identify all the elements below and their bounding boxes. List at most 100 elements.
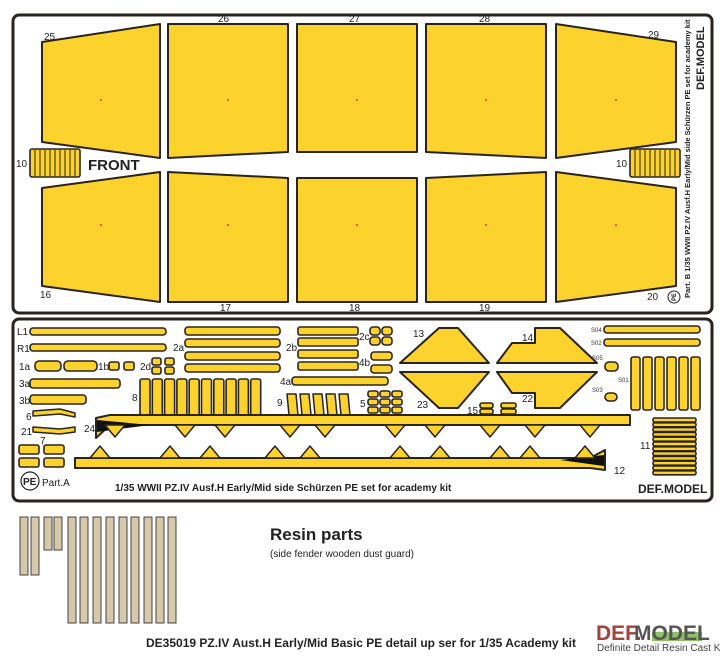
logo-highlight (652, 632, 702, 641)
part-11 (652, 421, 697, 428)
part-3a (29, 378, 121, 389)
label-8: 8 (132, 393, 138, 404)
part-24-tooth (174, 424, 196, 438)
rivet-mark (485, 224, 487, 226)
part-label-19: 19 (479, 303, 491, 314)
label-13: 13 (413, 329, 425, 340)
part-9 (312, 393, 325, 416)
product-caption: DE35019 PZ.IV Aust.H Early/Mid Basic PE … (146, 636, 576, 650)
part-R1 (29, 343, 167, 352)
resin-strip (79, 516, 89, 624)
label-15: 15 (467, 406, 479, 417)
logo-model: MODEL (634, 622, 710, 645)
label-2a: 2a (173, 343, 185, 354)
part-11 (652, 455, 697, 462)
part-24-tooth (279, 424, 301, 438)
part-b-pe-badge (667, 290, 681, 304)
part-9 (299, 393, 312, 416)
part-11 (652, 431, 697, 438)
label-2b: 2b (286, 343, 298, 354)
part-a-title: 1/35 WWII PZ.IV Ausf.H Early/Mid side Sc… (115, 483, 452, 494)
schurzen-panel-top (555, 23, 677, 159)
part-12-tooth (574, 445, 596, 459)
front-label: FRONT (88, 157, 140, 174)
part-S01 (690, 356, 701, 411)
part-label-10-left: 10 (16, 159, 28, 170)
part-S02 (603, 338, 701, 347)
label-14: 14 (522, 333, 534, 344)
part-24-tooth (424, 424, 446, 438)
part-2c (381, 326, 393, 336)
resin-strip (92, 516, 102, 624)
schurzen-panel-bottom (296, 177, 418, 303)
part-S04 (603, 325, 701, 334)
part-1a (34, 360, 62, 372)
label-S01: S01 (618, 378, 629, 384)
schurzen-panel-bottom (555, 171, 677, 303)
schurzen-panel-bottom (41, 171, 161, 303)
part-2a (184, 363, 281, 373)
label-S04: S04 (591, 328, 602, 334)
part-11 (652, 445, 697, 452)
part-24-tooth (479, 424, 501, 438)
part-L1 (29, 327, 167, 336)
label-1b: 1b (98, 362, 110, 373)
rivet-mark (100, 224, 102, 226)
part-24-tooth (214, 424, 236, 438)
part-11 (652, 417, 697, 423)
part-11 (652, 426, 697, 433)
part-12-tooth (299, 445, 321, 459)
part-8 (225, 378, 237, 418)
label-9: 9 (277, 398, 283, 409)
part-22 (496, 371, 598, 409)
label-5: 5 (360, 399, 366, 410)
label-11: 11 (640, 441, 651, 452)
part-12-tooth (429, 445, 451, 459)
part-23 (399, 371, 490, 409)
part-label-27: 27 (349, 14, 361, 25)
part-5 (391, 406, 403, 414)
part-label-10-right: 10 (616, 159, 628, 170)
part-5 (379, 390, 391, 398)
rivet-mark (227, 224, 229, 226)
resin-strip (167, 516, 177, 624)
part-4a (291, 376, 389, 386)
part-8 (139, 378, 151, 418)
part-21 (32, 426, 76, 435)
schurzen-panel-top (425, 23, 547, 159)
part-24 (95, 414, 631, 439)
part-11 (652, 441, 697, 447)
part-2d (164, 366, 175, 375)
part-13 (399, 327, 490, 364)
part-2a (184, 326, 281, 336)
part-b-pe-badge-text: PE (672, 293, 678, 301)
part-5 (379, 406, 391, 414)
part-11 (652, 469, 697, 476)
label-1a: 1a (19, 362, 31, 373)
resin-strip (53, 516, 63, 551)
resin-strip (143, 516, 153, 624)
part-a-parts (18, 325, 701, 476)
part-label-20: 20 (647, 292, 659, 303)
label-4b: 4b (359, 358, 371, 369)
part-S01 (678, 356, 689, 411)
part-9 (325, 393, 338, 416)
label-23: 23 (417, 400, 429, 411)
part-12-tooth (389, 445, 411, 459)
label-2d: 2d (140, 362, 151, 373)
part-1b (123, 361, 135, 371)
label-7: 7 (40, 436, 46, 447)
part-label-26: 26 (218, 14, 230, 25)
part-S01 (654, 356, 665, 411)
part-a-name: Part.A (42, 478, 70, 489)
label-22: 22 (522, 394, 534, 405)
rivet-mark (615, 224, 617, 226)
part-7 (43, 457, 65, 468)
rivet-mark (100, 99, 102, 101)
part-label-28: 28 (479, 14, 491, 25)
resin-strips (19, 516, 177, 624)
part-2d (151, 366, 162, 375)
part-4b (370, 351, 393, 361)
resin-strip (105, 516, 115, 624)
